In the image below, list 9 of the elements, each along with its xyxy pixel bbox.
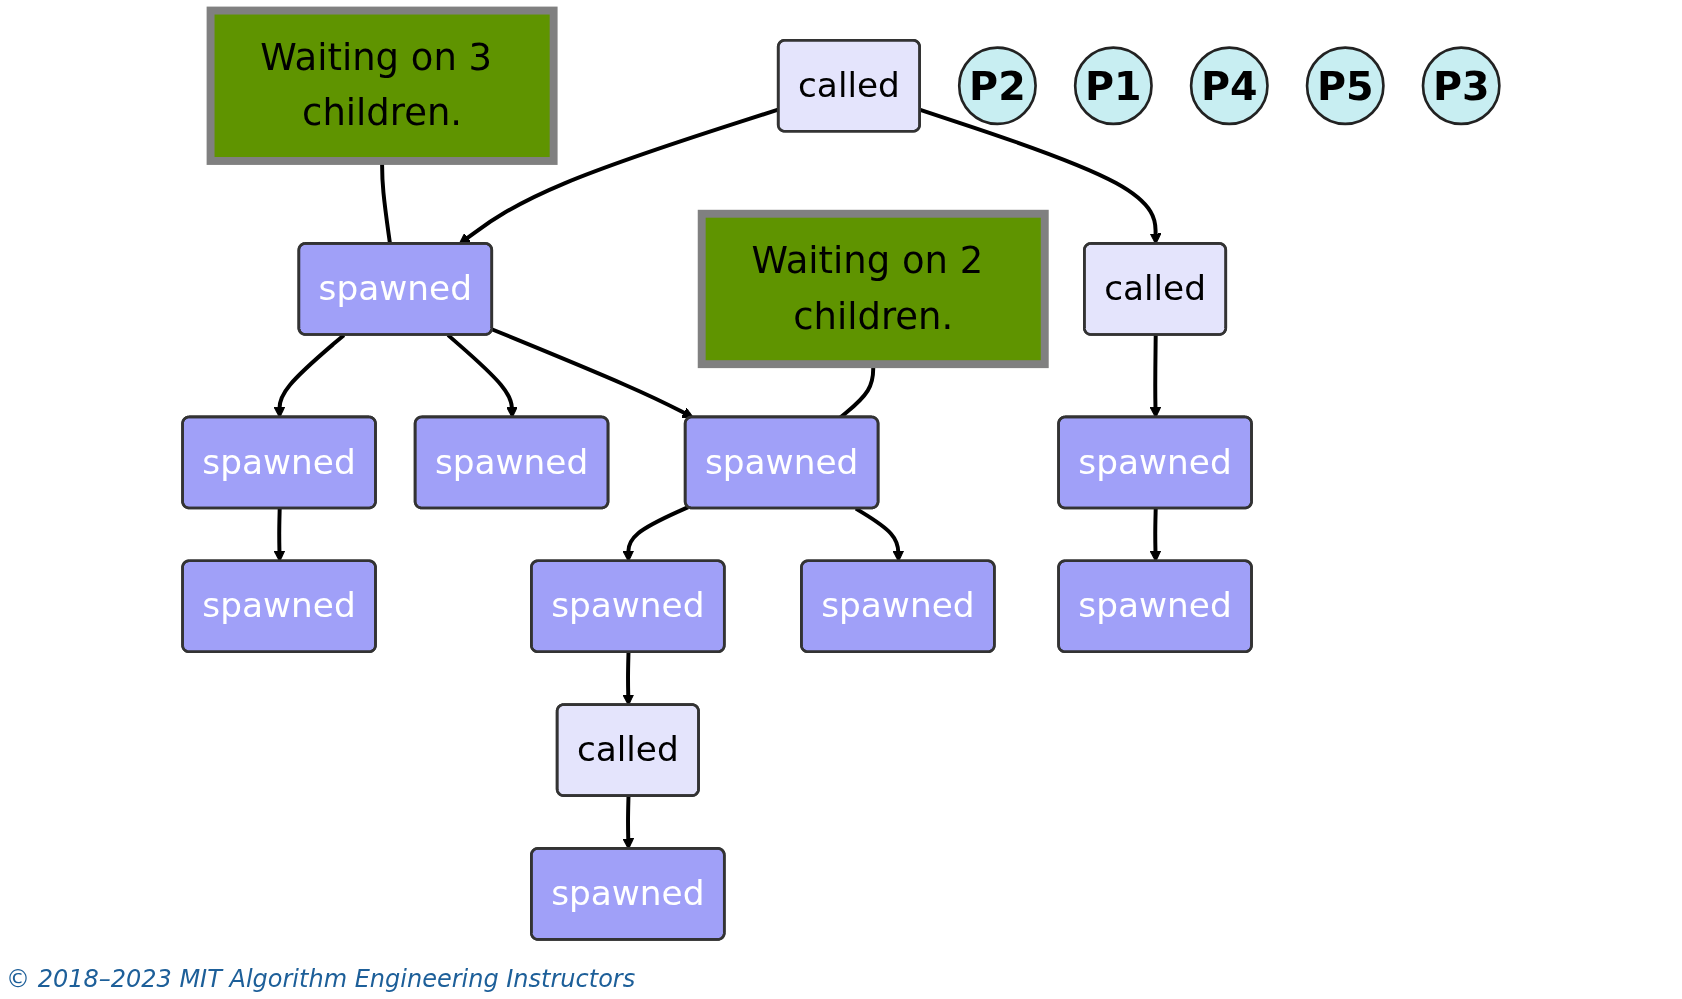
node-circle: P5 — [1305, 46, 1385, 126]
node-box: Waiting on 3 children. — [206, 6, 558, 165]
node-box: Waiting on 2 children. — [697, 209, 1049, 369]
arrow — [491, 327, 694, 419]
node-circle: P2 — [957, 46, 1037, 126]
node-circle: P3 — [1421, 46, 1501, 126]
node-circle: P4 — [1189, 46, 1269, 126]
copyright-note: © 2018–2023 MIT Algorithm Engineering Instructors — [6, 965, 636, 993]
node-circle: P1 — [1073, 46, 1153, 126]
